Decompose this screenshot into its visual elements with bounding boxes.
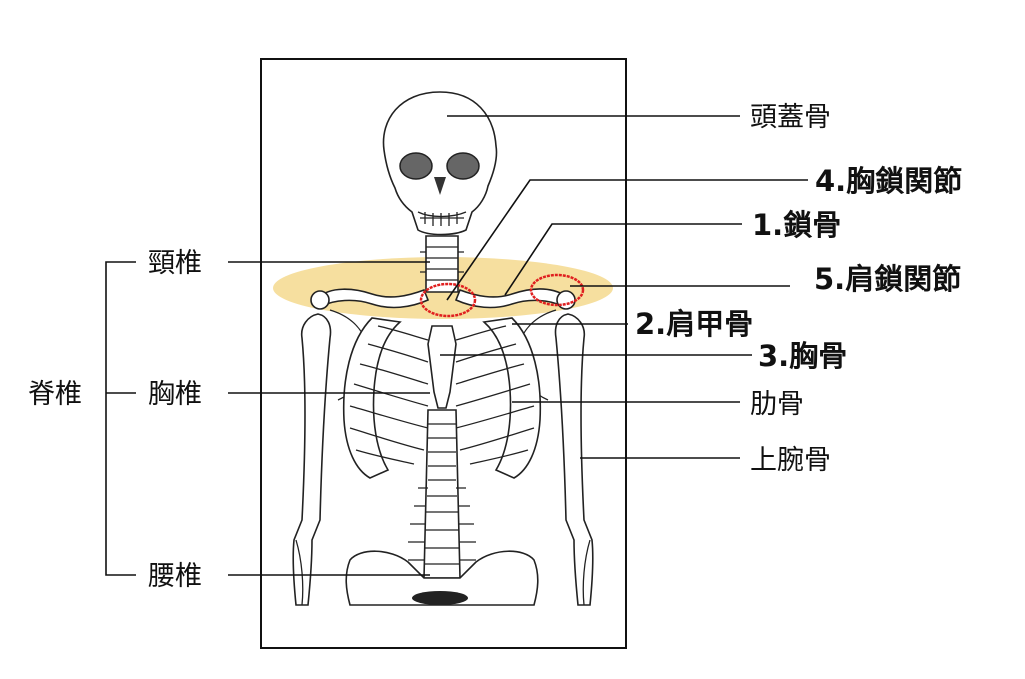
leader-lines <box>105 115 808 576</box>
vertebral-column <box>408 409 476 579</box>
rib-cage <box>342 317 542 479</box>
skull <box>382 91 498 236</box>
label-sternum: 3.胸骨 <box>758 339 847 373</box>
sternoclavicular-joint-marker <box>419 282 477 318</box>
label-rib: 肋骨 <box>750 389 804 420</box>
clavicles <box>310 288 576 310</box>
label-lumbar-vertebrae: 腰椎 <box>148 561 202 592</box>
label-acromioclavicular-joint: 5.肩鎖関節 <box>814 262 961 296</box>
label-clavicle: 1.鎖骨 <box>752 208 841 242</box>
acromioclavicular-joint-marker <box>529 273 585 307</box>
label-skull: 頭蓋骨 <box>750 102 831 133</box>
figure-frame <box>260 58 627 649</box>
cervical-spine <box>420 235 464 293</box>
label-spine: 脊椎 <box>28 379 82 410</box>
pelvis <box>345 550 539 606</box>
label-scapula: 2.肩甲骨 <box>635 307 753 341</box>
label-sternoclavicular-joint: 4.胸鎖関節 <box>815 164 962 198</box>
label-cervical-vertebrae: 頸椎 <box>148 248 202 279</box>
label-humerus: 上腕骨 <box>750 445 831 476</box>
sternum <box>427 325 457 409</box>
label-thoracic-vertebrae: 胸椎 <box>148 379 202 410</box>
joint-markers <box>419 273 585 318</box>
